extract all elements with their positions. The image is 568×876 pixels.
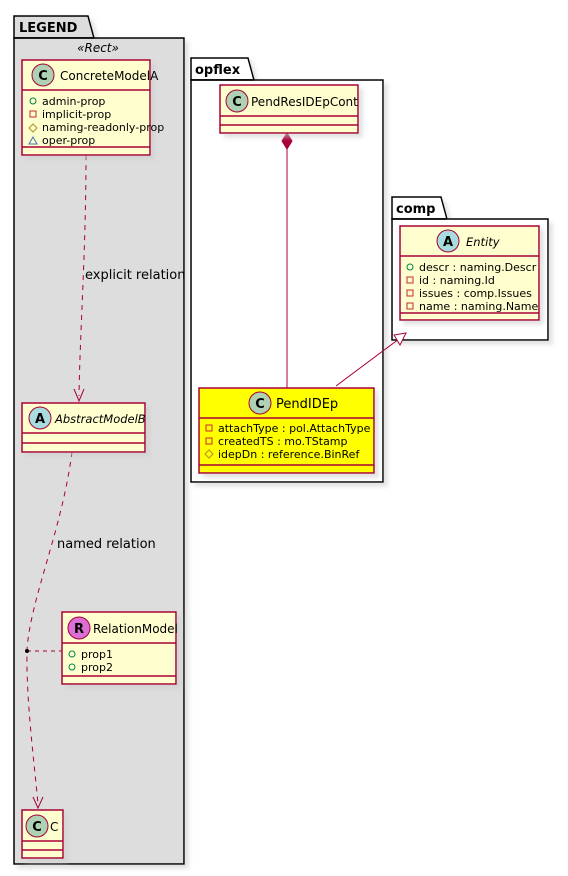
- attribute: descr : naming.Descr: [419, 261, 537, 274]
- public-visibility-icon: [68, 663, 76, 671]
- attribute: prop2: [81, 661, 113, 674]
- explicit-relation-label: explicit relation: [85, 268, 185, 283]
- relation-inheritance: [335, 332, 407, 387]
- class-name: PendIDEp: [276, 397, 338, 412]
- class-name: PendResIDEpCont: [251, 95, 358, 109]
- class-pend-res-idep-cont: C PendResIDEpCont: [219, 84, 359, 134]
- class-a-badge-icon: A: [35, 412, 45, 427]
- package-legend-name: LEGEND: [19, 21, 78, 36]
- class-r-badge-icon: R: [74, 622, 84, 637]
- class-c-badge-icon: C: [255, 397, 265, 412]
- class-name: AbstractModelB: [54, 412, 146, 426]
- protected-visibility-icon: [28, 123, 38, 133]
- private-visibility-icon: [205, 437, 213, 445]
- named-relation-label: named relation: [57, 537, 156, 552]
- class-name: Entity: [466, 235, 500, 249]
- relation-explicit: explicit relation: [73, 154, 185, 403]
- class-pend-idep: C PendIDEp attachType : pol.AttachType c…: [198, 387, 375, 474]
- private-visibility-icon: [406, 302, 414, 310]
- attribute: issues : comp.Issues: [419, 287, 532, 300]
- package-comp-name: comp: [396, 202, 436, 217]
- protected-visibility-icon: [204, 449, 214, 459]
- relation-named: named relation: [25, 451, 156, 810]
- public-visibility-icon: [29, 97, 37, 105]
- private-visibility-icon: [406, 289, 414, 297]
- attribute: createdTS : mo.TStamp: [218, 435, 348, 448]
- class-concrete-model-a: C ConcreteModelA admin-prop implicit-pro…: [21, 59, 164, 156]
- relation-composition: [281, 132, 293, 388]
- class-a-badge-icon: A: [443, 235, 453, 250]
- private-visibility-icon: [205, 424, 213, 432]
- class-c-badge-icon: C: [232, 95, 242, 110]
- package-visibility-icon: [28, 135, 38, 145]
- private-visibility-icon: [29, 110, 37, 118]
- class-c-badge-icon: C: [32, 820, 42, 835]
- class-c-badge-icon: C: [38, 69, 48, 84]
- attribute: attachType : pol.AttachType: [218, 422, 371, 435]
- class-name: RelationModel: [93, 622, 178, 636]
- legend-stereotype: «Rect»: [77, 41, 119, 55]
- attribute: admin-prop: [42, 95, 105, 108]
- attribute: prop1: [81, 648, 113, 661]
- class-name: C: [50, 820, 58, 834]
- class-relation-model: R RelationModel prop1 prop2: [61, 611, 178, 685]
- class-abstract-model-b: A AbstractModelB: [21, 402, 146, 453]
- attribute: oper-prop: [42, 134, 95, 147]
- public-visibility-icon: [68, 650, 76, 658]
- attribute: naming-readonly-prop: [42, 121, 164, 134]
- public-visibility-icon: [406, 263, 414, 271]
- class-c: C C: [21, 809, 64, 859]
- class-name: ConcreteModelA: [60, 69, 159, 83]
- private-visibility-icon: [406, 276, 414, 284]
- attribute: implicit-prop: [42, 108, 111, 121]
- attribute: name : naming.Name: [419, 300, 539, 313]
- class-entity: A Entity descr : naming.Descr id : namin…: [399, 225, 540, 321]
- package-opflex-name: opflex: [195, 63, 241, 78]
- attribute: idepDn : reference.BinRef: [218, 448, 360, 461]
- attribute: id : naming.Id: [419, 274, 495, 287]
